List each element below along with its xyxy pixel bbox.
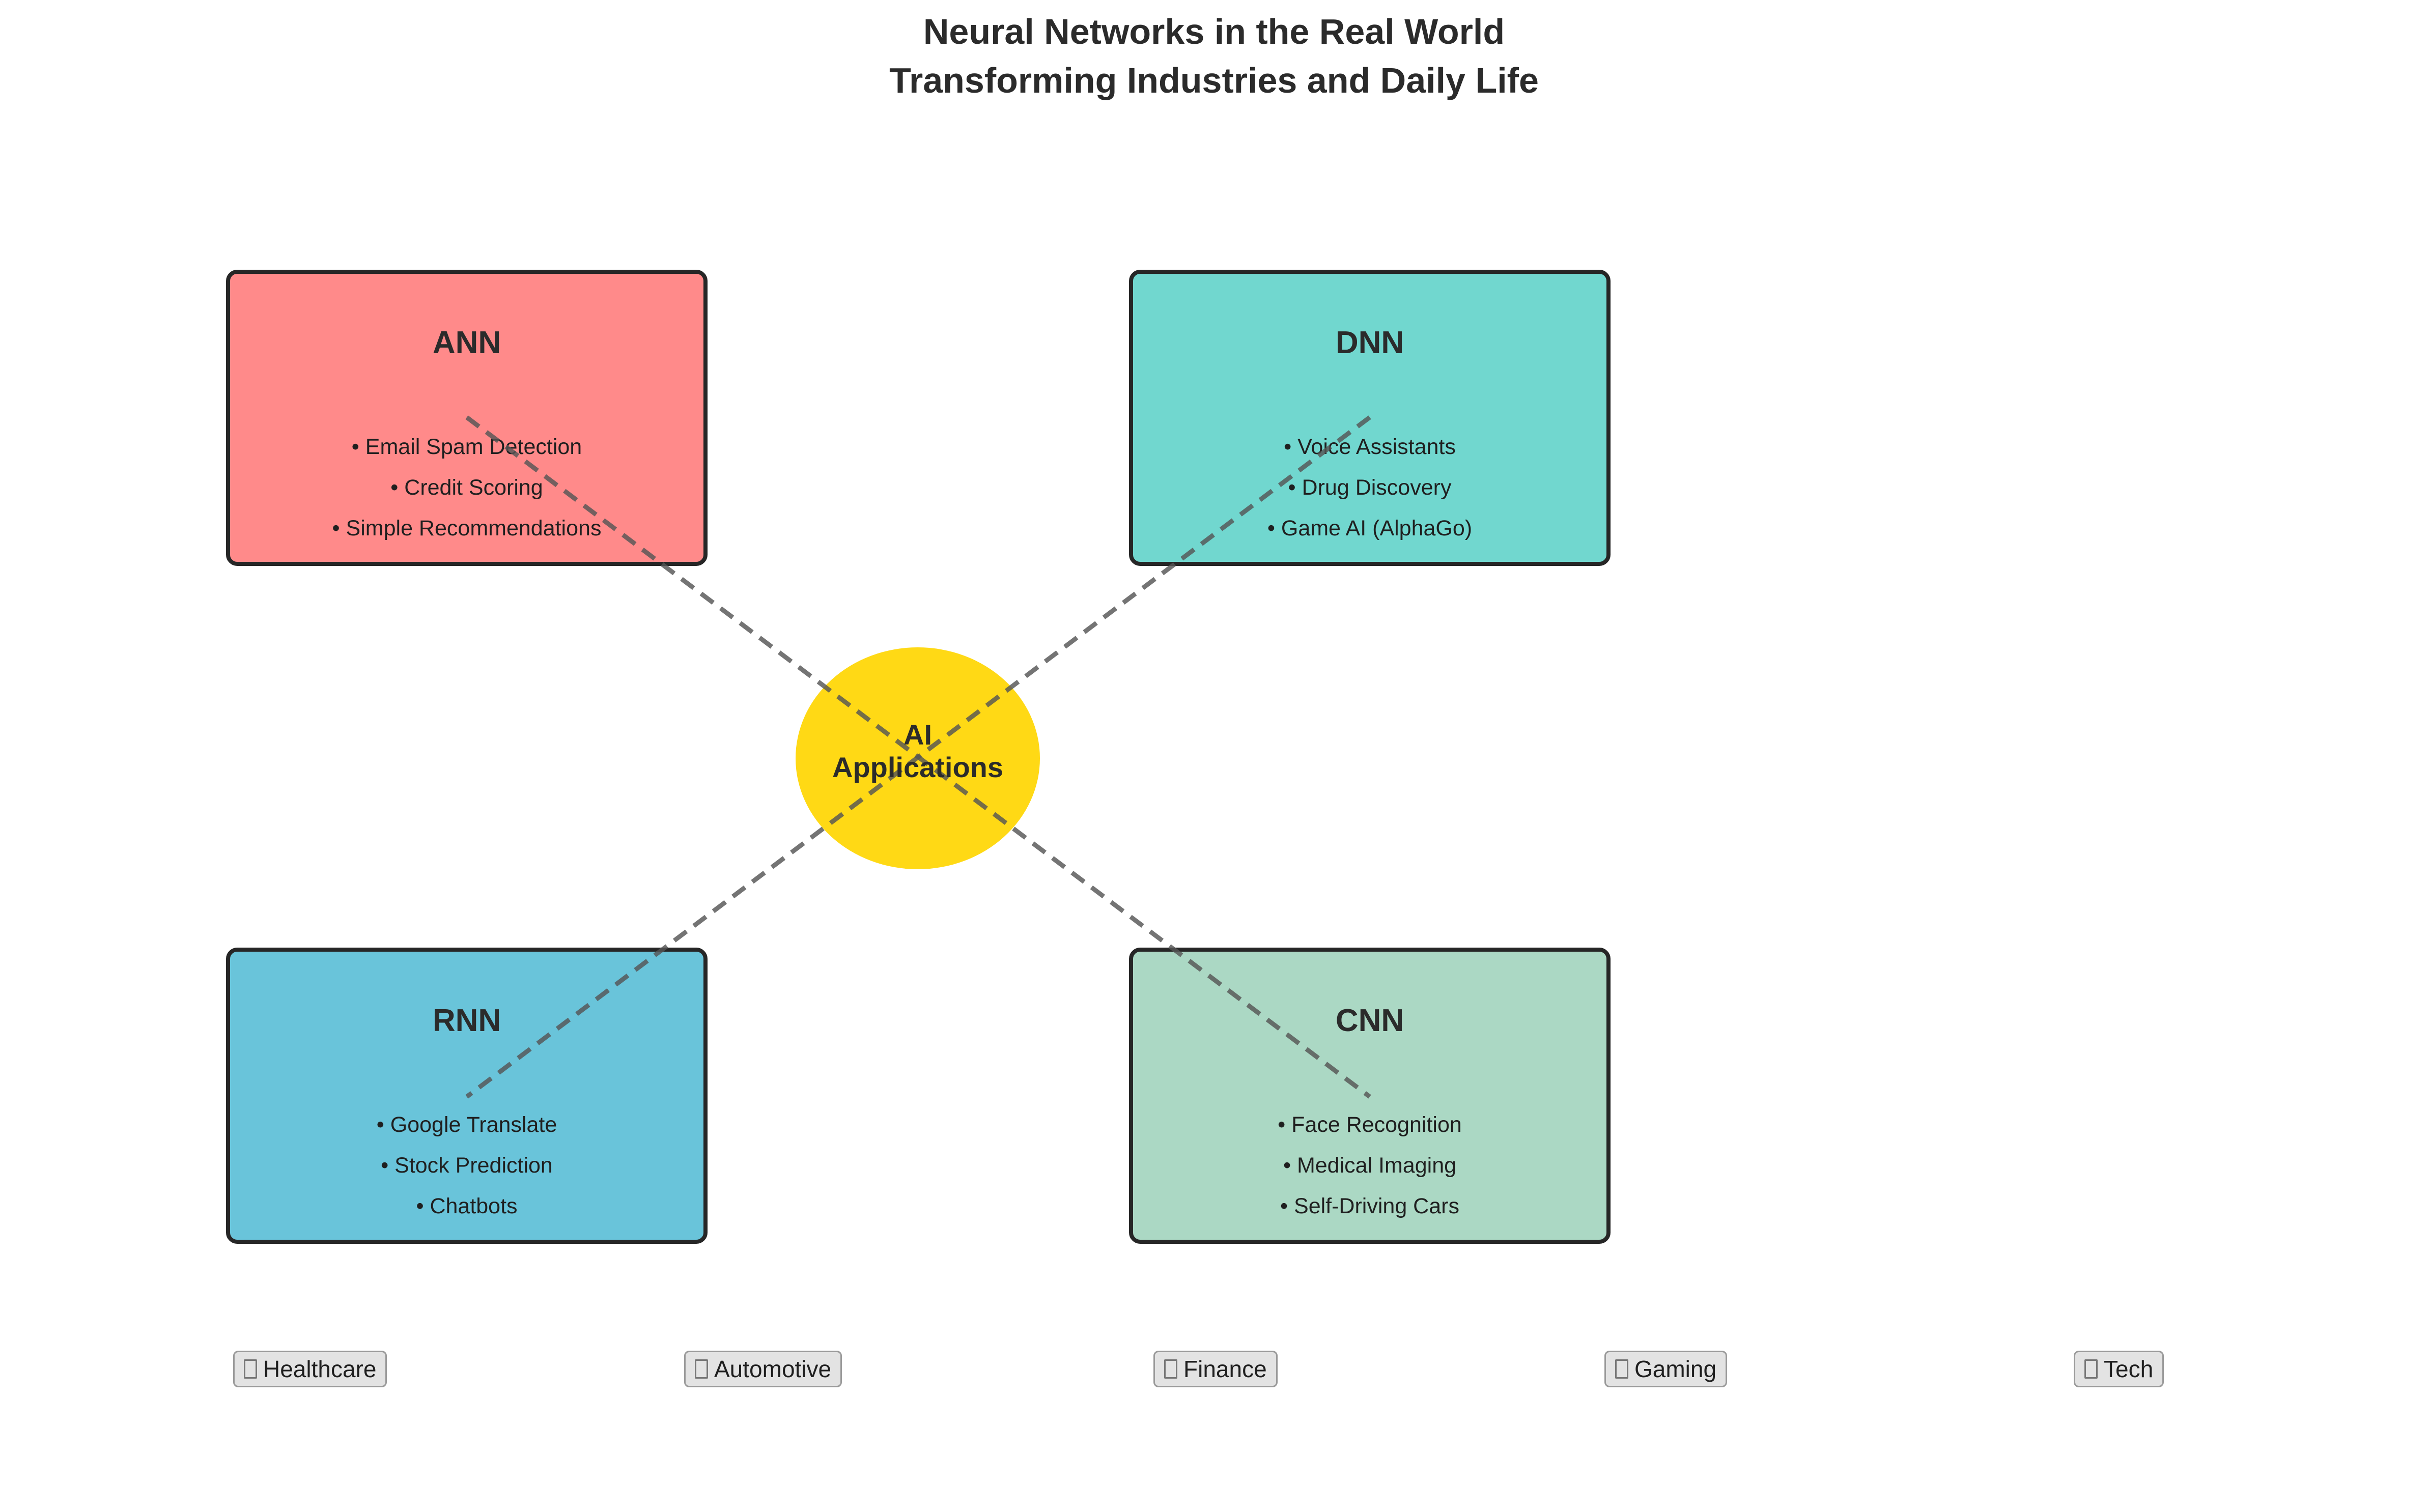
application-list: • Face Recognition • Medical Imaging • S… — [1133, 1104, 1606, 1226]
connector-dnn — [465, 415, 1371, 1099]
industry-tag-gaming: Gaming — [1604, 1351, 1728, 1387]
title-line-1: Neural Networks in the Real World — [923, 12, 1505, 51]
missing-glyph-icon — [695, 1359, 708, 1379]
diagram-title: Neural Networks in the Real World Transf… — [0, 7, 2428, 105]
industry-label: Tech — [2104, 1356, 2154, 1382]
industry-label: Automotive — [714, 1356, 832, 1382]
industry-tag-automotive: Automotive — [684, 1351, 842, 1387]
center-label-line-1: AI — [904, 719, 932, 751]
network-title: RNN — [432, 1003, 501, 1038]
center-label-line-2: Applications — [832, 751, 1004, 783]
title-line-2: Transforming Industries and Daily Life — [889, 61, 1539, 100]
network-title: ANN — [432, 325, 501, 360]
missing-glyph-icon — [244, 1359, 257, 1379]
network-box-dnn: DNN • Voice Assistants • Drug Discovery … — [1129, 270, 1611, 566]
network-box-ann: ANN • Email Spam Detection • Credit Scor… — [226, 270, 708, 566]
list-item: • Game AI (AlphaGo) — [1267, 516, 1473, 540]
list-item: • Face Recognition — [1278, 1112, 1462, 1137]
industry-label: Gaming — [1634, 1356, 1717, 1382]
industry-tag-finance: Finance — [1153, 1351, 1278, 1387]
list-item: • Chatbots — [416, 1194, 518, 1218]
application-list: • Email Spam Detection • Credit Scoring … — [230, 426, 703, 549]
industry-tag-tech: Tech — [2074, 1351, 2164, 1387]
list-item: • Self-Driving Cars — [1280, 1194, 1459, 1218]
list-item: • Drug Discovery — [1288, 475, 1452, 500]
list-item: • Credit Scoring — [390, 475, 543, 500]
missing-glyph-icon — [1615, 1359, 1628, 1379]
network-title: DNN — [1335, 325, 1404, 360]
industry-tag-healthcare: Healthcare — [233, 1351, 387, 1387]
center-label: AI Applications — [796, 719, 1040, 784]
list-item: • Medical Imaging — [1283, 1153, 1457, 1178]
industry-label: Healthcare — [263, 1356, 377, 1382]
missing-glyph-icon — [2084, 1359, 2098, 1379]
missing-glyph-icon — [1164, 1359, 1177, 1379]
list-item: • Voice Assistants — [1284, 435, 1456, 459]
application-list: • Voice Assistants • Drug Discovery • Ga… — [1133, 426, 1606, 549]
industry-label: Finance — [1183, 1356, 1267, 1382]
list-item: • Email Spam Detection — [351, 435, 582, 459]
network-title: CNN — [1335, 1003, 1404, 1038]
list-item: • Simple Recommendations — [332, 516, 602, 540]
application-list: • Google Translate • Stock Prediction • … — [230, 1104, 703, 1226]
list-item: • Google Translate — [376, 1112, 557, 1137]
list-item: • Stock Prediction — [381, 1153, 553, 1178]
